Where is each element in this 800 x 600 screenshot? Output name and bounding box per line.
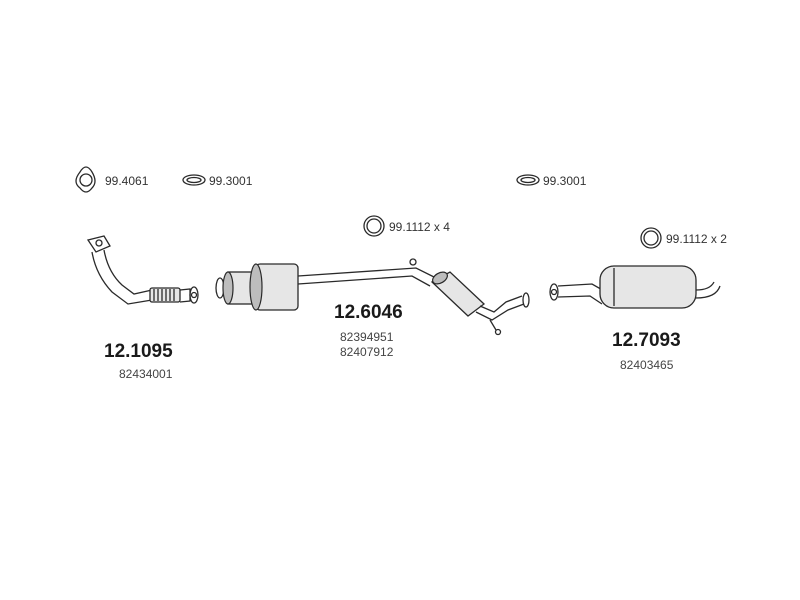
accessory-label: 99.4061 — [105, 174, 149, 188]
part-references: 82434001 — [119, 367, 172, 382]
ring-clamp-icon — [640, 227, 662, 249]
accessory-label: 99.3001 — [209, 174, 253, 188]
part-reference: 82407912 — [340, 345, 394, 359]
part-number: 12.6046 — [334, 302, 403, 323]
oval-gasket-icon — [516, 174, 540, 186]
oval-gasket-icon — [182, 174, 206, 186]
accessory-label: 99.1112 x 4 — [389, 220, 450, 234]
front-pipe-illustration — [86, 235, 199, 305]
rear-silencer-illustration — [549, 265, 721, 309]
part-number: 12.7093 — [612, 330, 681, 351]
ring-clamp-icon — [363, 215, 385, 237]
center-pipe-illustration — [215, 258, 530, 336]
part-number: 12.1095 — [104, 341, 173, 362]
part-reference: 82394951 — [340, 330, 394, 344]
part-references: 82394951 82407912 — [340, 330, 393, 360]
accessory-label: 99.1112 x 2 — [666, 232, 727, 246]
part-reference: 82403465 — [620, 358, 674, 372]
accessory-label: 99.3001 — [543, 174, 587, 188]
part-reference: 82434001 — [119, 367, 173, 381]
triangle-flange-gasket-icon — [75, 166, 96, 193]
part-references: 82403465 — [620, 358, 673, 373]
